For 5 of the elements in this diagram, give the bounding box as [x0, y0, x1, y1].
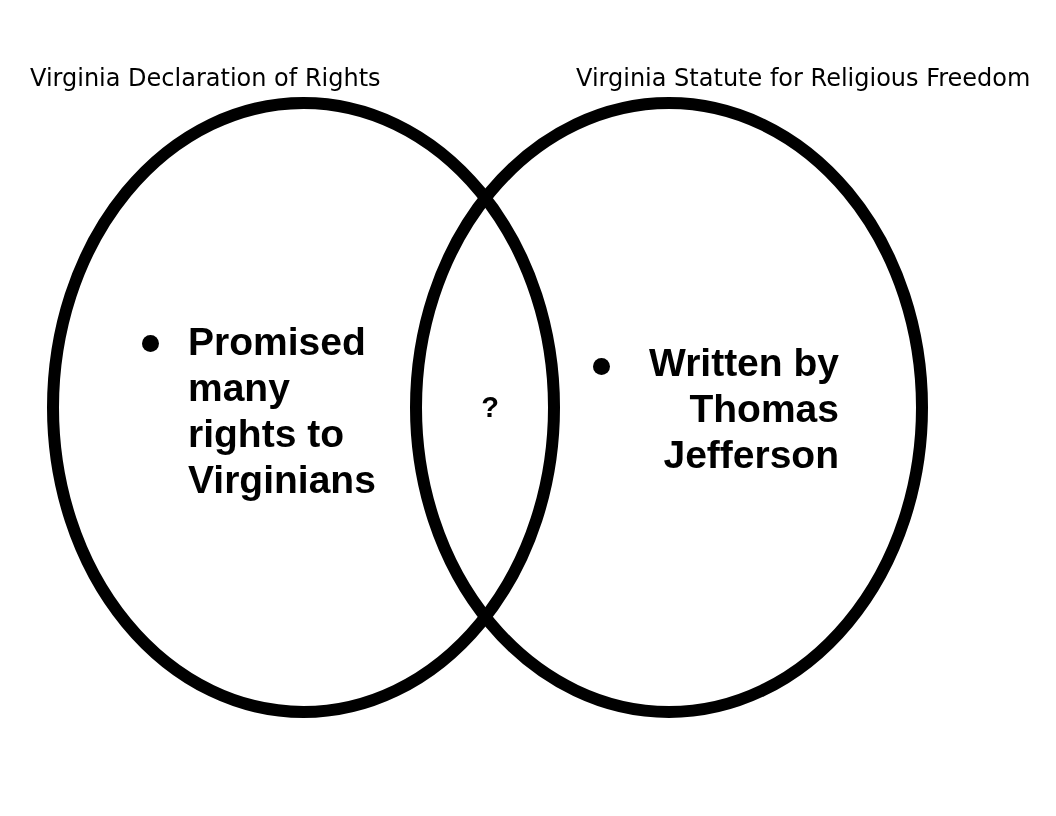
circle-heading: Virginia Statute for Religious Freedom [576, 64, 1031, 92]
bullet-text: Promised many rights to Virginians [188, 319, 377, 503]
bullet-text: Written by Thomas Jefferson [648, 340, 839, 478]
intersection-label: ? [480, 391, 500, 423]
circle-heading: Virginia Declaration of Rights [30, 64, 381, 92]
